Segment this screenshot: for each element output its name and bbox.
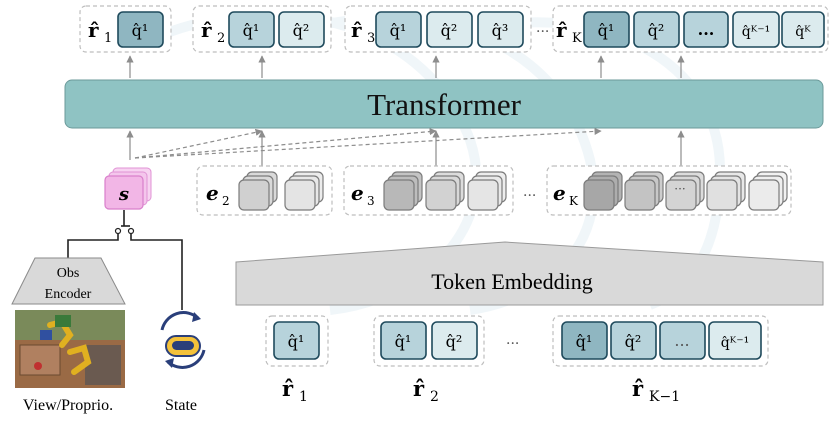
top-token-label: q̂²: [293, 21, 310, 40]
token-embedding-block: Token Embedding: [235, 241, 824, 306]
embedding-ellipsis: ···: [523, 188, 536, 204]
caption-state: State: [165, 397, 197, 414]
top-token-label: q̂¹: [598, 21, 615, 40]
bottom-token: [659, 321, 706, 360]
bottom-token-label: q̂²: [446, 332, 463, 351]
top-token: [583, 11, 630, 48]
top-r-subscript: K: [572, 31, 582, 46]
bottom-token: [561, 321, 608, 360]
top-r-subscript: 3: [367, 31, 375, 46]
embedding-group-e3: e 3: [343, 165, 514, 216]
embedding-subscript: K: [569, 194, 579, 208]
obs-encoder-line2: Encoder: [45, 287, 92, 302]
embedding-inner-ellipsis: ···: [674, 182, 685, 196]
bottom-token-label: q̂ᴷ⁻¹: [721, 335, 750, 351]
bottom-group-rK-1: q̂¹ q̂² ... q̂ᴷ⁻¹ r̂ K−1: [552, 315, 769, 405]
bottom-token-label: ...: [674, 331, 689, 350]
top-token: [228, 11, 275, 48]
state-icon: [160, 311, 206, 369]
input-arrows: [126, 127, 685, 168]
top-token-label: q̂¹: [390, 21, 407, 40]
embedding-label: e: [553, 181, 566, 205]
top-token: [426, 11, 473, 48]
top-token-label: q̂ᴷ⁻¹: [742, 24, 771, 40]
top-token: [278, 11, 325, 48]
top-group-r3: r̂ 3 q̂¹ q̂² q̂³: [344, 5, 532, 53]
top-token: [683, 11, 729, 48]
bottom-group-r1: q̂¹ r̂ 1: [265, 315, 329, 405]
transformer-label: Transformer: [367, 87, 522, 122]
bottom-r-subscript: K−1: [649, 389, 680, 405]
token-embedding-label: Token Embedding: [431, 269, 593, 294]
top-token-label: q̂ᴷ: [795, 24, 811, 40]
robot-scene-image: [15, 310, 125, 388]
top-r-subscript: 1: [104, 31, 112, 46]
top-token-label: q̂¹: [243, 21, 260, 40]
output-arrows: [126, 55, 685, 78]
bottom-r-label: r̂: [282, 376, 294, 401]
top-token-label: q̂¹: [132, 21, 149, 40]
embedding-row: e 2 e 3 ··· e K: [196, 165, 792, 216]
bottom-token: [380, 321, 427, 360]
bottom-token: [273, 321, 320, 360]
top-token: [117, 11, 164, 48]
bottom-input-row: q̂¹ r̂ 1 q̂¹ q̂² r̂ 2 ··· q̂¹ q̂² ... q̂…: [265, 315, 769, 405]
top-group-rK: r̂ K q̂¹ q̂² ... q̂ᴷ⁻¹ q̂ᴷ: [552, 5, 829, 53]
top-r-label: r̂: [556, 18, 567, 42]
bottom-token: [708, 321, 762, 360]
top-group-r2: r̂ 2 q̂¹ q̂²: [192, 5, 332, 53]
top-token-label: ...: [698, 20, 715, 39]
top-ellipsis: ···: [536, 24, 549, 40]
top-token: [633, 11, 680, 48]
transformer-block: Transformer: [64, 79, 824, 129]
top-r-label: r̂: [88, 18, 99, 42]
top-token: [732, 11, 780, 48]
top-token-label: q̂²: [648, 21, 665, 40]
embedding-label: e: [206, 181, 219, 205]
bottom-token-label: q̂¹: [395, 332, 412, 351]
caption-view-proprio: View/Proprio.: [23, 397, 113, 414]
bottom-group-r2: q̂¹ q̂² r̂ 2: [373, 315, 485, 405]
bottom-ellipsis: ···: [506, 336, 519, 352]
embedding-subscript: 3: [367, 194, 375, 208]
bottom-token: [610, 321, 657, 360]
embedding-group-eK: e K ···: [546, 165, 792, 216]
embedding-label: e: [351, 181, 364, 205]
bottom-r-subscript: 2: [430, 389, 439, 405]
obs-encoder: Obs Encoder: [11, 257, 126, 305]
bottom-r-label: r̂: [632, 376, 644, 401]
top-r-label: r̂: [201, 18, 212, 42]
top-token: [477, 11, 524, 48]
top-token-label: q̂³: [492, 21, 509, 40]
embedding-group-e2: e 2: [196, 165, 333, 216]
input-switch: [67, 210, 183, 310]
top-r-subscript: 2: [217, 31, 225, 46]
top-output-row: r̂ 1 q̂¹ r̂ 2 q̂¹ q̂² r̂ 3 q̂¹ q̂² q̂³ ·…: [79, 5, 829, 53]
bottom-token-label: q̂¹: [576, 332, 593, 351]
obs-encoder-line1: Obs: [57, 266, 80, 281]
top-group-r1: r̂ 1 q̂¹: [79, 5, 172, 53]
bottom-r-subscript: 1: [299, 389, 308, 405]
state-token: s: [104, 167, 152, 210]
state-token-label: s: [118, 184, 129, 205]
bottom-token: [431, 321, 478, 360]
bottom-token-label: q̂¹: [288, 332, 305, 351]
top-token: [781, 11, 825, 48]
bottom-token-label: q̂²: [625, 332, 642, 351]
embedding-subscript: 2: [222, 194, 230, 208]
bottom-r-label: r̂: [413, 376, 425, 401]
top-token-label: q̂²: [441, 21, 458, 40]
top-r-label: r̂: [351, 18, 362, 42]
top-token: [375, 11, 422, 48]
